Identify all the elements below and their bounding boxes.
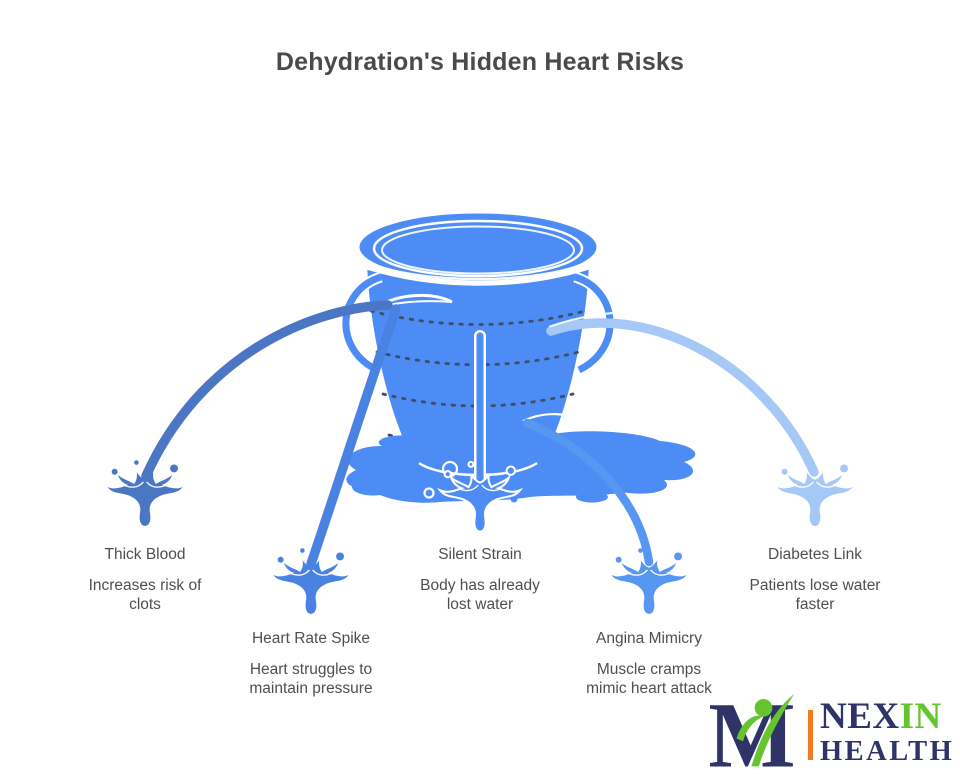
- risk-description: Increases risk of clots: [88, 577, 202, 613]
- logo-name-in: IN: [899, 696, 942, 737]
- stream-diabetes: [546, 318, 819, 477]
- handle-left: [342, 273, 383, 374]
- stream-angina: [522, 418, 654, 567]
- risk-heading: Diabetes Link: [768, 546, 862, 563]
- risk-label-silent-strain: Silent Strain Body has already lost wate…: [375, 546, 585, 614]
- risk-heading: Heart Rate Spike: [251, 630, 371, 647]
- logo-text: NEXIN HEALTH: [820, 698, 954, 767]
- puddle-drop: [576, 491, 608, 503]
- risk-heading: Silent Strain: [438, 546, 522, 563]
- risk-label-thick-blood: Thick Blood Increases risk of clots: [40, 546, 250, 614]
- risk-heading: Angina Mimicry: [596, 630, 702, 647]
- risk-description: Body has already lost water: [420, 577, 540, 613]
- logo-monogram-icon: M: [710, 692, 795, 772]
- bubble-small: [423, 487, 435, 499]
- stream-diabetes-highlight: [548, 311, 727, 335]
- logo-figure-icon: [736, 693, 795, 767]
- puddle: [346, 431, 696, 503]
- risk-heading: Thick Blood: [104, 546, 186, 563]
- logo-divider: [808, 710, 813, 760]
- logo-letter-m: M: [710, 692, 795, 772]
- risk-description: Heart struggles to maintain pressure: [249, 661, 373, 697]
- risk-description: Patients lose water faster: [749, 577, 881, 613]
- logo-health: HEALTH: [820, 736, 955, 767]
- page-title: Dehydration's Hidden Heart Risks: [275, 48, 685, 76]
- leak-hole-right-low: [522, 412, 587, 424]
- risk-label-heart-rate: Heart Rate Spike Heart struggles to main…: [206, 630, 416, 698]
- stream-thick-blood: [141, 300, 393, 481]
- risk-description: Muscle cramps mimic heart attack: [586, 661, 712, 697]
- nexin-health-logo: M NEXIN HEALTH: [710, 688, 955, 772]
- logo-name: NEXIN: [820, 698, 954, 735]
- logo-name-nex: NEX: [820, 696, 900, 737]
- stream-heart-rate: [306, 304, 401, 569]
- risk-label-diabetes: Diabetes Link Patients lose water faster: [710, 546, 920, 614]
- risk-label-angina: Angina Mimicry Muscle cramps mimic heart…: [544, 630, 754, 698]
- bucket-rim: [356, 210, 600, 284]
